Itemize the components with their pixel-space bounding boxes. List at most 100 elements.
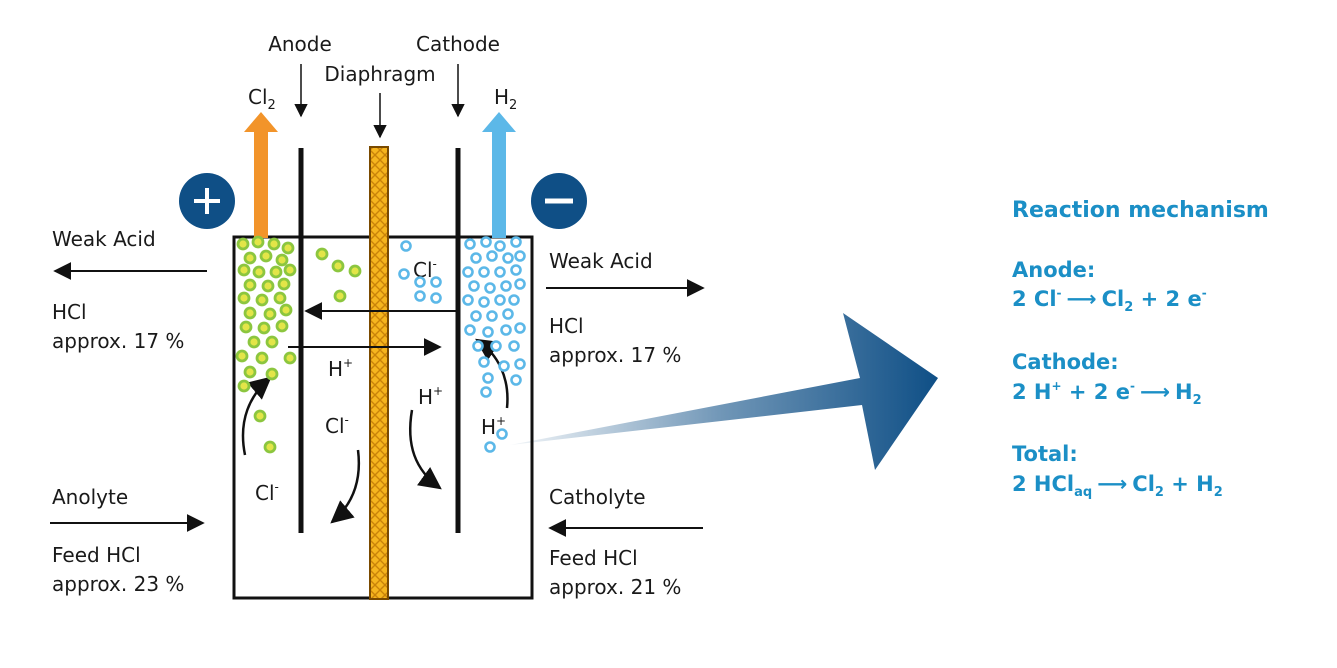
hydrogen-bubble <box>464 324 476 336</box>
hydrogen-bubble <box>486 250 498 262</box>
chlorine-bubble <box>281 241 295 255</box>
hydrogen-bubble <box>430 292 442 304</box>
total-reaction-label: Total: <box>1012 442 1078 466</box>
hydrogen-bubble <box>490 340 502 352</box>
hydrogen-bubble <box>498 360 510 372</box>
chlorine-bubble <box>259 249 273 263</box>
hydrogen-bubble <box>484 282 496 294</box>
hydrogen-bubble <box>462 266 474 278</box>
chlorine-bubble <box>275 319 289 333</box>
h2-arrow-icon <box>482 112 516 238</box>
chlorine-bubble <box>263 307 277 321</box>
chlorine-bubble <box>273 291 287 305</box>
chlorine-bubble <box>283 263 297 277</box>
hydrogen-bubble <box>470 310 482 322</box>
hydrogen-bubble <box>502 308 514 320</box>
right-hcl-conc: approx. 17 % <box>549 343 681 367</box>
h-ion-center: H+ <box>328 356 353 381</box>
chlorine-bubble <box>243 251 257 265</box>
diaphragm-label: Diaphragm <box>324 62 435 86</box>
right-feed-conc: approx. 21 % <box>549 575 681 599</box>
chlorine-bubble <box>265 367 279 381</box>
hydrogen-bubble <box>496 428 508 440</box>
hydrogen-bubble <box>398 268 410 280</box>
plus-circle-icon <box>179 173 235 229</box>
hydrogen-bubble <box>470 252 482 264</box>
chlorine-bubble <box>237 263 251 277</box>
hydrogen-bubble <box>494 266 506 278</box>
chlorine-bubble <box>265 335 279 349</box>
chlorine-bubble <box>315 247 329 261</box>
hydrogen-bubbles <box>398 236 526 453</box>
right-weak-acid-label: Weak Acid <box>549 249 653 273</box>
hydrogen-bubble <box>482 372 494 384</box>
hydrogen-bubble <box>478 356 490 368</box>
membrane-curve-arrow <box>330 449 361 524</box>
anode-curve-arrow <box>241 376 272 456</box>
total-equation: 2 HClaq⟶Cl2 + H2 <box>1012 472 1223 500</box>
right-hcl-label: HCl <box>549 314 584 338</box>
chlorine-bubbles <box>235 235 362 454</box>
chlorine-bubble <box>235 349 249 363</box>
hydrogen-bubble <box>478 296 490 308</box>
hydrogen-bubble <box>464 238 476 250</box>
hydrogen-bubble <box>414 276 426 288</box>
right-feed-label: Feed HCl <box>549 546 638 570</box>
hydrogen-bubble <box>478 266 490 278</box>
chlorine-bubble <box>267 237 281 251</box>
cl2-arrow-icon <box>244 112 278 238</box>
hydrogen-bubble <box>510 374 522 386</box>
cathode-reaction-label: Cathode: <box>1012 350 1119 374</box>
hydrogen-bubble <box>486 310 498 322</box>
hydrogen-bubble <box>430 276 442 288</box>
chlorine-bubble <box>243 365 257 379</box>
chlorine-bubble <box>247 335 261 349</box>
reaction-title: Reaction mechanism <box>1012 198 1269 223</box>
cl-ion-top: Cl- <box>413 257 437 282</box>
anode-reaction-label: Anode: <box>1012 258 1095 282</box>
chlorine-bubble <box>275 253 289 267</box>
hydrogen-bubble <box>508 340 520 352</box>
cathode-left-curve-arrow <box>408 409 442 490</box>
hydrogen-bubble <box>500 280 512 292</box>
cathode-label: Cathode <box>416 32 500 56</box>
chlorine-bubble <box>257 321 271 335</box>
chlorine-bubble <box>253 409 267 423</box>
hydrogen-bubble <box>414 290 426 302</box>
chlorine-bubble <box>243 278 257 292</box>
chlorine-bubble <box>279 303 293 317</box>
h-ion-right: H+ <box>481 414 506 439</box>
hydrogen-bubble <box>400 240 412 252</box>
hydrogen-bubble <box>514 322 526 334</box>
anode-equation: 2 Cl-⟶Cl2 + 2 e- <box>1012 286 1207 315</box>
hydrogen-bubble <box>502 252 514 264</box>
hydrogen-bubble <box>462 294 474 306</box>
hydrogen-bubble <box>472 340 484 352</box>
chlorine-bubble <box>269 265 283 279</box>
chlorine-bubble <box>243 306 257 320</box>
hydrogen-bubble <box>510 264 522 276</box>
catholyte-label: Catholyte <box>549 485 646 509</box>
chlorine-bubble <box>239 320 253 334</box>
chlorine-bubble <box>333 289 347 303</box>
left-hcl-conc: approx. 17 % <box>52 329 184 353</box>
hydrogen-bubble <box>494 294 506 306</box>
left-feed-conc: approx. 23 % <box>52 572 184 596</box>
anolyte-label: Anolyte <box>52 485 128 509</box>
chlorine-bubble <box>277 277 291 291</box>
chlorine-bubble <box>261 279 275 293</box>
cl2-label: Cl2 <box>248 85 276 113</box>
hydrogen-bubble <box>480 236 492 248</box>
cl-ion-center: Cl- <box>325 413 349 438</box>
hydrogen-bubble <box>484 441 496 453</box>
chlorine-bubble <box>237 379 251 393</box>
cl-ion-bottom: Cl- <box>255 480 279 505</box>
minus-circle-icon <box>531 173 587 229</box>
left-hcl-label: HCl <box>52 300 87 324</box>
cathode-equation: 2 H+ + 2 e-⟶H2 <box>1012 379 1202 408</box>
hydrogen-bubble <box>480 386 492 398</box>
chlorine-bubble <box>237 291 251 305</box>
h2-label: H2 <box>494 85 517 113</box>
